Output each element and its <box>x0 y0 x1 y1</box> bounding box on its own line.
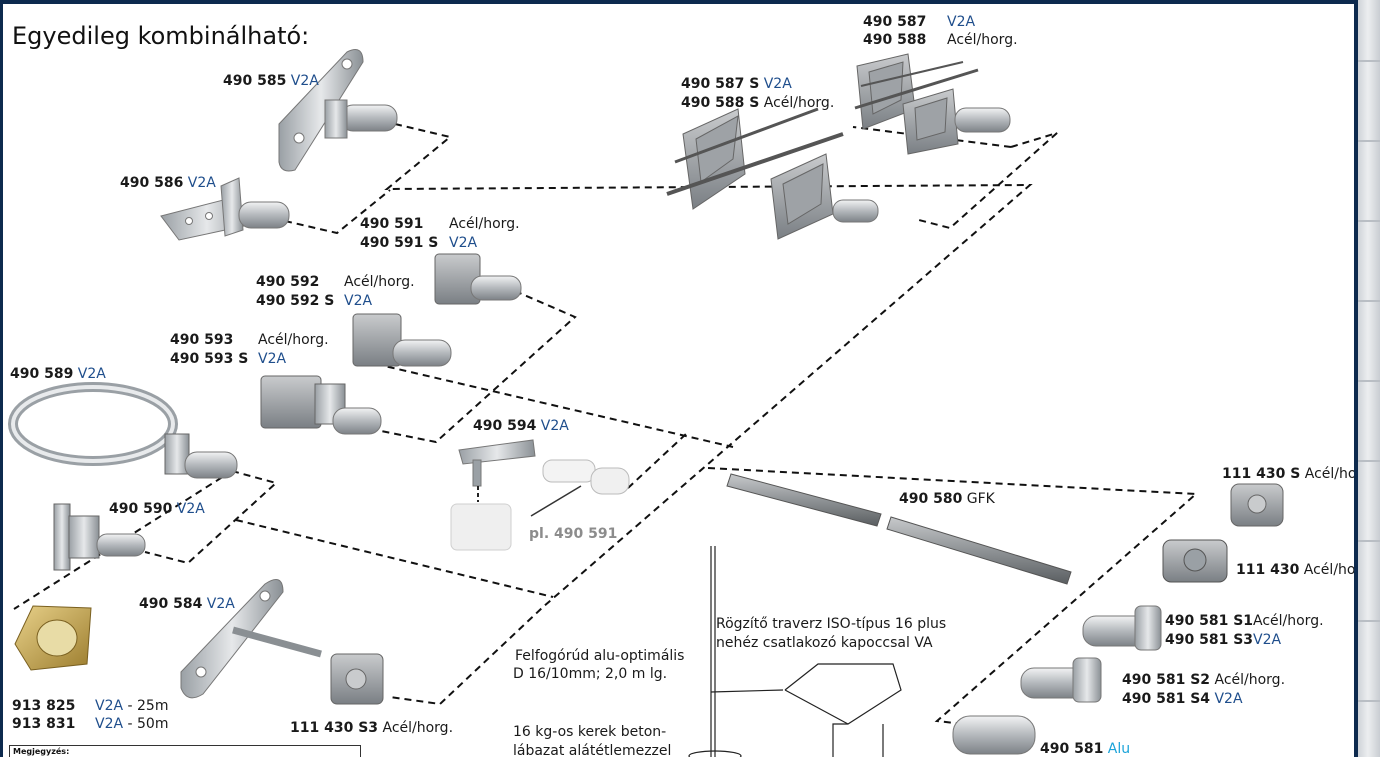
label-490589: 490 589 V2A <box>10 366 106 382</box>
label-490580: 490 580 GFK <box>899 491 995 507</box>
part-490593 <box>260 375 382 435</box>
label-913825: 913 825 <box>12 698 76 714</box>
label-490588s: 490 588 S Acél/horg. <box>681 95 835 111</box>
caption-base-line2: lábazat alátétlemezzel <box>513 743 672 757</box>
label-490584: 490 584 V2A <box>139 596 235 612</box>
label-490581s4: 490 581 S4 V2A <box>1122 691 1243 707</box>
part-111430s3 <box>330 653 384 705</box>
label-pl-490591: pl. 490 591 <box>529 526 618 542</box>
label-490587s: 490 587 S V2A <box>681 76 792 92</box>
part-490587 <box>854 53 1011 155</box>
label-490593s: 490 593 S <box>170 351 249 367</box>
label-490586: 490 586 V2A <box>120 175 216 191</box>
label-490592: 490 592 <box>256 274 320 290</box>
label-490592-mat: Acél/horg. <box>344 274 415 290</box>
part-490589 <box>8 382 238 479</box>
part-490581s2 <box>1020 657 1102 703</box>
caption-base-line1: 16 kg-os kerek beton- <box>513 724 667 740</box>
label-490593: 490 593 <box>170 332 234 348</box>
label-111430: 111 430 Acél/horg. <box>1236 562 1354 578</box>
label-490591s: 490 591 S <box>360 235 439 251</box>
label-490581s3: 490 581 S3 <box>1165 632 1254 648</box>
connection-lines <box>13 123 1199 725</box>
part-490581 <box>952 715 1036 755</box>
caption-rod-line2: D 16/10mm; 2,0 m lg. <box>513 666 668 682</box>
label-490587-mat: V2A <box>947 14 976 30</box>
part-490584 <box>180 579 322 699</box>
label-490591: 490 591 <box>360 216 424 232</box>
label-490581s3-mat: V2A <box>1253 632 1282 648</box>
note-box: Megjegyzés: <box>9 745 361 757</box>
label-913825-mat: V2A - 25m <box>95 698 169 714</box>
label-490587: 490 587 <box>863 14 927 30</box>
label-490593-mat: Acél/horg. <box>258 332 329 348</box>
part-490590 <box>53 503 146 571</box>
label-111430s: 111 430 S Acél/horg. <box>1222 466 1354 482</box>
label-490581: 490 581 Alu <box>1040 741 1131 757</box>
part-913825 <box>14 605 92 671</box>
part-490585 <box>278 49 398 172</box>
label-913831: 913 831 <box>12 716 76 732</box>
label-490581s2: 490 581 S2 Acél/horg. <box>1122 672 1286 688</box>
part-490592 <box>352 313 452 367</box>
label-490593s-mat: V2A <box>258 351 287 367</box>
part-490580 <box>726 473 1072 585</box>
part-111430s <box>1230 483 1284 527</box>
label-490590: 490 590 V2A <box>109 501 205 517</box>
note-label: Megjegyzés: <box>13 747 70 756</box>
part-490594 <box>450 439 630 551</box>
label-913831-mat: V2A - 50m <box>95 716 169 732</box>
label-490592s: 490 592 S <box>256 293 335 309</box>
label-111430s3: 111 430 S3 Acél/horg. <box>290 720 454 736</box>
label-490581s1: 490 581 S1 <box>1165 613 1254 629</box>
label-490585: 490 585 V2A <box>223 73 319 89</box>
diagram-panel: Egyedileg kombinálható: 490 585 V2A 490 … <box>3 4 1354 757</box>
label-490591-mat: Acél/horg. <box>449 216 520 232</box>
part-490587s <box>666 107 879 240</box>
part-490581s1 <box>1082 605 1162 651</box>
label-490588-mat: Acél/horg. <box>947 32 1018 48</box>
component-illustration <box>8 49 1284 757</box>
caption-rod-line1: Felfogórúd alu-optimális <box>515 648 685 664</box>
label-490594: 490 594 V2A <box>473 418 569 434</box>
caption-traverse-line1: Rögzítő traverz ISO-típus 16 plus <box>716 616 947 632</box>
part-490591 <box>434 253 522 305</box>
part-490586 <box>160 177 290 241</box>
label-490588: 490 588 <box>863 32 927 48</box>
mast-traverse <box>688 546 902 757</box>
caption-traverse-line2: nehéz csatlakozó kapoccsal VA <box>716 635 933 651</box>
page-title: Egyedileg kombinálható: <box>12 22 310 50</box>
label-490581s1-mat: Acél/horg. <box>1253 613 1324 629</box>
label-490592s-mat: V2A <box>344 293 373 309</box>
part-111430 <box>1162 539 1228 583</box>
label-490591s-mat: V2A <box>449 235 478 251</box>
right-edge-bar <box>1358 0 1380 757</box>
